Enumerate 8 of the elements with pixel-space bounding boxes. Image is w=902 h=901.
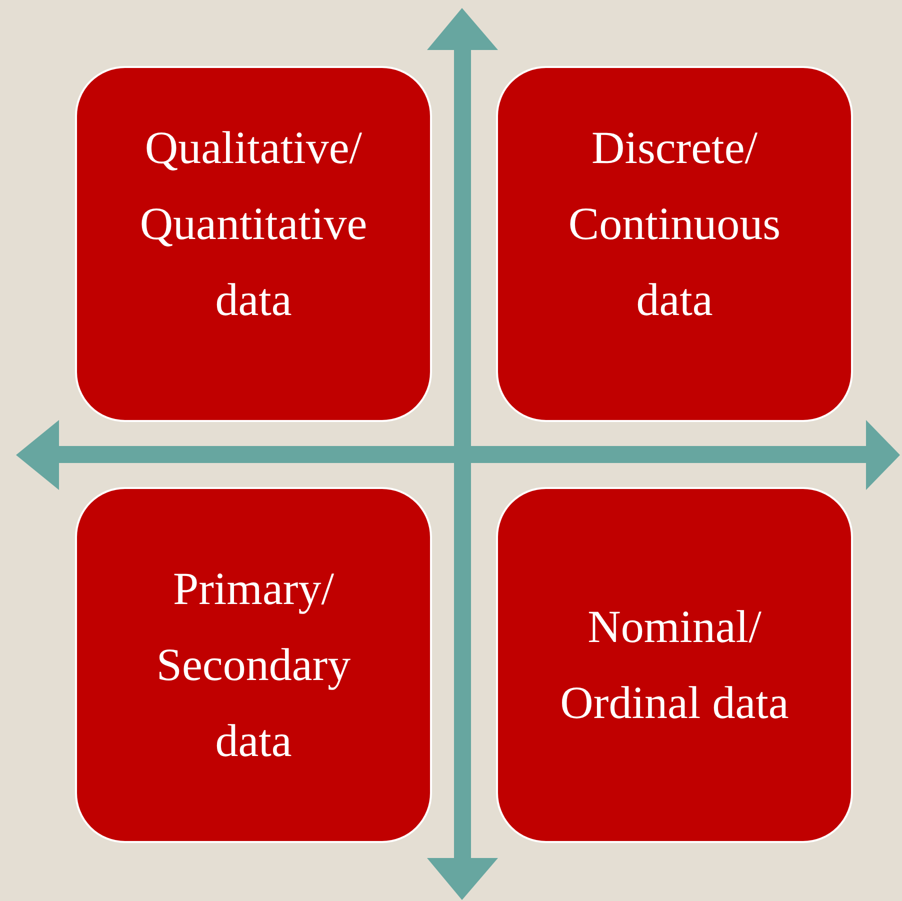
category-box xyxy=(496,487,853,843)
category-label: Qualitative/ Quantitative data xyxy=(138,121,368,327)
category-label: Nominal/ Ordinal data xyxy=(559,600,790,730)
category-box xyxy=(75,487,432,843)
category-box xyxy=(496,66,853,422)
category-label: Primary/ Secondary data xyxy=(155,562,352,768)
category-box xyxy=(75,66,432,422)
category-label: Discrete/ Continuous data xyxy=(567,121,782,327)
